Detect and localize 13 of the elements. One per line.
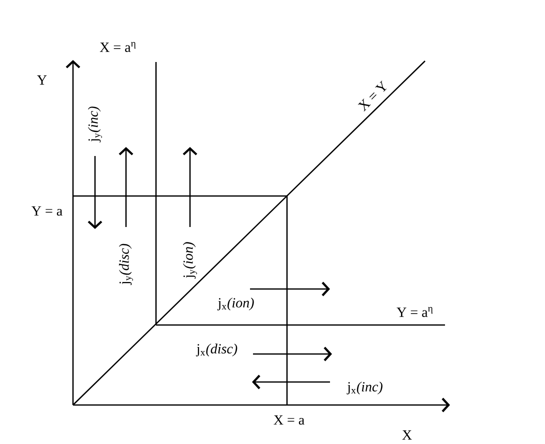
line-label: X = a$^{η}$ bbox=[100, 42, 136, 52]
line-label: Y = a$^{η}$ bbox=[396, 307, 432, 317]
flux-label: j$_{y}$(disc) bbox=[119, 244, 133, 285]
line-label: X = Y bbox=[358, 80, 387, 112]
flux-label: j$_{x}$(ion) bbox=[217, 298, 254, 310]
flux-label: j$_{x}$(inc) bbox=[346, 382, 382, 394]
flux-label: j$_{y}$(inc) bbox=[88, 106, 102, 142]
line-label: Y = a bbox=[32, 206, 62, 216]
flux-label: j$_{x}$(disc) bbox=[196, 344, 238, 356]
axis-label: X bbox=[402, 430, 412, 440]
line-label: X = a bbox=[274, 415, 304, 425]
flux-label: j$_{y}$(ion) bbox=[183, 242, 197, 279]
axis-label: Y bbox=[37, 75, 47, 85]
